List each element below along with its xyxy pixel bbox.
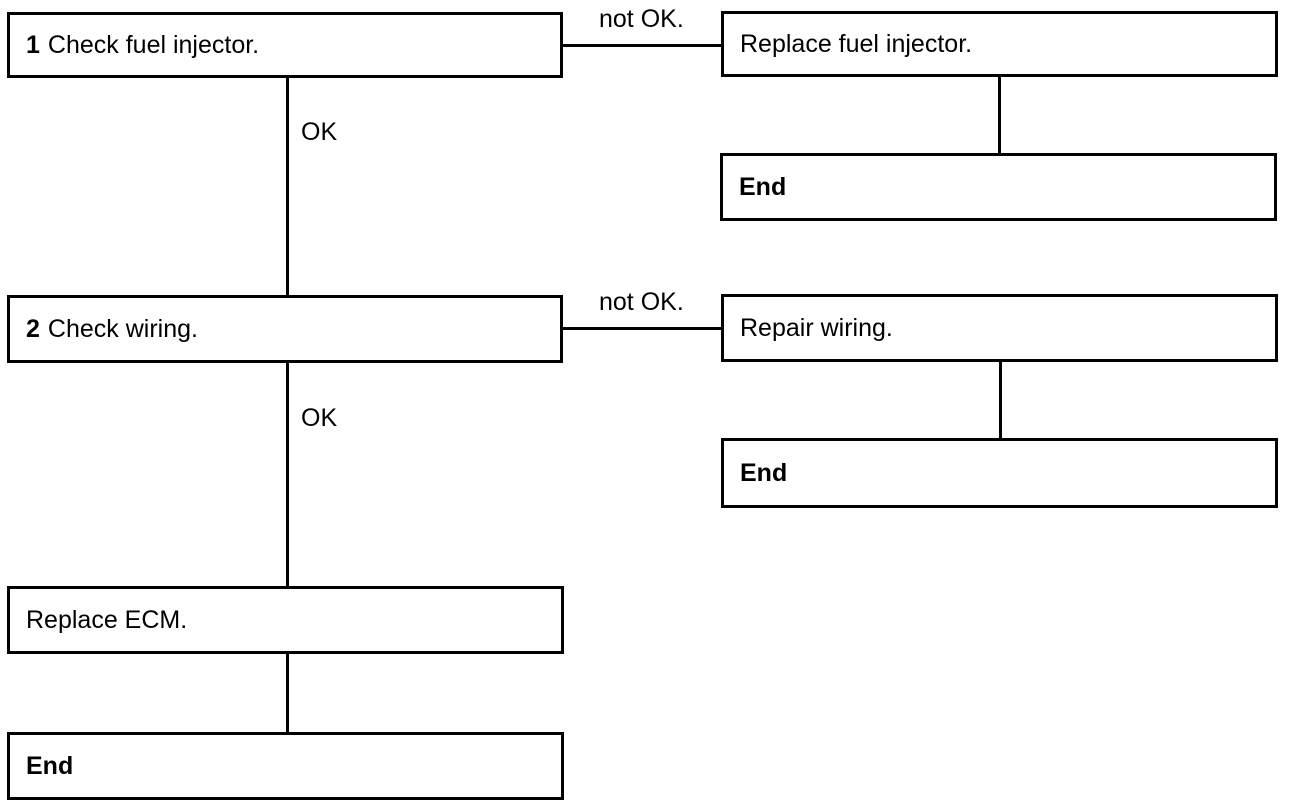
label-not-ok-2: not OK. <box>599 288 684 316</box>
connector-replace-injector-to-end <box>998 76 1001 155</box>
end-text-wiring: End <box>740 458 788 487</box>
repair-wiring-box: Repair wiring. <box>721 294 1278 362</box>
end-box-ecm: End <box>7 732 564 800</box>
connector-step2-to-replace-ecm <box>286 362 289 588</box>
replace-injector-text: Replace fuel injector. <box>740 29 973 58</box>
step-1-number: 1 <box>26 30 40 59</box>
replace-injector-box: Replace fuel injector. <box>721 11 1278 77</box>
label-ok-2: OK <box>301 404 338 432</box>
step-1-text: Check fuel injector. <box>47 30 260 59</box>
label-ok-1: OK <box>301 118 338 146</box>
repair-wiring-text: Repair wiring. <box>740 313 893 342</box>
end-box-wiring: End <box>721 438 1278 508</box>
step-2-text: Check wiring. <box>47 314 198 343</box>
connector-replace-ecm-to-end <box>286 652 289 734</box>
connector-repair-wiring-to-end <box>999 360 1002 440</box>
replace-ecm-box: Replace ECM. <box>7 586 564 654</box>
step-2-box: 2 Check wiring. <box>7 295 563 363</box>
end-text-ecm: End <box>26 751 74 780</box>
connector-step1-to-replace-injector <box>561 44 722 47</box>
end-box-injector: End <box>720 153 1277 221</box>
step-2-number: 2 <box>26 314 40 343</box>
step-1-box: 1 Check fuel injector. <box>7 12 563 78</box>
label-not-ok-1: not OK. <box>599 5 684 33</box>
connector-step2-to-repair-wiring <box>561 327 722 330</box>
replace-ecm-text: Replace ECM. <box>26 605 188 634</box>
connector-step1-to-step2 <box>286 76 289 297</box>
end-text-injector: End <box>739 172 787 201</box>
